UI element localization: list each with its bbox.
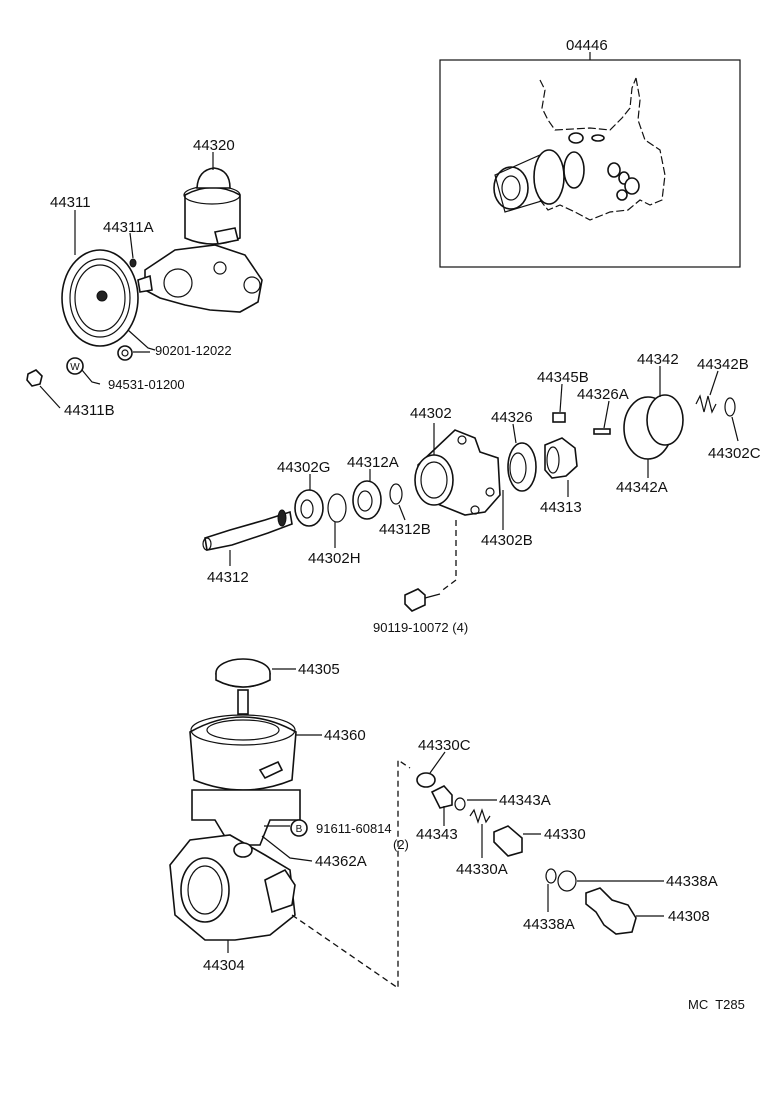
label-44342B: 44342B xyxy=(697,356,749,373)
spring-44330A xyxy=(469,808,491,824)
label-44313: 44313 xyxy=(540,499,582,516)
label-44312B: 44312B xyxy=(379,521,431,538)
o-ring-44343A xyxy=(454,797,466,811)
label-44308: 44308 xyxy=(668,908,710,925)
label-44326: 44326 xyxy=(491,409,533,426)
label-44342A: 44342A xyxy=(616,479,668,496)
label-44360: 44360 xyxy=(324,727,366,744)
kit-ring-small xyxy=(563,151,585,189)
kit-gasket-outline xyxy=(539,77,666,221)
label-44312: 44312 xyxy=(207,569,249,586)
label-44338A-left: 44338A xyxy=(523,916,575,933)
o-ring-44338A-b xyxy=(557,870,577,892)
kit-04446-frame xyxy=(439,59,741,268)
kit-o-ring xyxy=(591,134,605,142)
label-44311B: 44311B xyxy=(64,402,115,419)
label-91611-qty: (2) xyxy=(393,837,409,852)
footer-code: MC T285 xyxy=(688,997,745,1012)
plug-44343 xyxy=(430,785,453,809)
label-44302B: 44302B xyxy=(481,532,533,549)
bolt-90119-10072 xyxy=(404,588,426,612)
flow-valve-group xyxy=(416,751,664,935)
pin-44326A xyxy=(593,428,611,435)
label-44311A: 44311A xyxy=(103,219,154,236)
o-ring-44338A-a xyxy=(545,868,557,884)
plug-44308 xyxy=(585,887,637,935)
kit-ring-large xyxy=(533,149,565,205)
label-44345B: 44345B xyxy=(537,369,589,386)
nut-44311B xyxy=(26,369,43,387)
pump-assembly-group: W xyxy=(26,152,263,409)
label-44330C: 44330C xyxy=(418,737,471,754)
bracket-44362A xyxy=(191,789,301,846)
washer-mark: W xyxy=(70,362,80,373)
reservoir-cap xyxy=(196,167,231,189)
valve-44330 xyxy=(493,825,523,857)
o-ring-44302C xyxy=(724,397,736,417)
nut-90201-12022 xyxy=(117,345,133,361)
label-44304: 44304 xyxy=(203,957,245,974)
kit-o-ring-a xyxy=(607,162,621,178)
snap-ring-44312B xyxy=(389,483,403,505)
bearing-44312A xyxy=(352,480,382,520)
cam-ring-44326 xyxy=(507,442,537,492)
label-44312A: 44312A xyxy=(347,454,399,471)
label-44338A-right: 44338A xyxy=(666,873,718,890)
label-44311: 44311 xyxy=(50,194,91,211)
label-44320: 44320 xyxy=(193,137,235,154)
label-44305: 44305 xyxy=(298,661,340,678)
o-ring-44330C xyxy=(416,772,436,788)
kit-snap-ring xyxy=(568,132,584,144)
label-44330: 44330 xyxy=(544,826,586,843)
shaft-44312 xyxy=(204,510,293,551)
label-04446: 04446 xyxy=(566,37,608,54)
snap-ring-44302H xyxy=(327,493,347,523)
label-44362A: 44362A xyxy=(315,853,367,870)
label-44330A: 44330A xyxy=(456,861,508,878)
bearing-44302G xyxy=(294,489,324,527)
label-44302H: 44302H xyxy=(308,550,361,567)
rotor-44313 xyxy=(544,437,578,479)
pump-body xyxy=(144,244,263,313)
label-90201-12022: 90201-12022 xyxy=(155,343,232,358)
part-labels: 44320 44311 44311A 90201-12022 94531-012… xyxy=(50,137,761,1012)
label-44343A: 44343A xyxy=(499,792,551,809)
valve-path-dashed xyxy=(291,758,411,990)
label-44302: 44302 xyxy=(410,405,452,422)
label-44326A: 44326A xyxy=(577,386,629,403)
reservoir-44360 xyxy=(189,716,297,791)
kit-04446-group: 04446 xyxy=(439,37,741,268)
key-44311A xyxy=(129,258,137,268)
bolt-mark: B xyxy=(296,824,303,835)
bolt-91611-60814 xyxy=(290,819,308,837)
vane-44345B xyxy=(552,412,566,423)
bolt-path-dashed xyxy=(439,520,457,593)
label-44342: 44342 xyxy=(637,351,679,368)
pump-internals-group xyxy=(202,366,739,612)
washer-94531 xyxy=(66,357,84,375)
reservoir-assembly-group: B xyxy=(169,658,411,990)
label-94531-01200: 94531-01200 xyxy=(108,377,185,392)
label-44302C: 44302C xyxy=(708,445,761,462)
label-90119-10072: 90119-10072 (4) xyxy=(373,620,468,635)
label-44343: 44343 xyxy=(416,826,458,843)
kit-o-ring-c xyxy=(624,177,640,195)
kit-oil-seal xyxy=(493,166,529,210)
spring-44342B xyxy=(695,394,717,414)
kit-o-ring-d xyxy=(616,189,628,201)
label-91611-60814: 91611-60814 xyxy=(316,821,392,836)
label-44302G: 44302G xyxy=(277,459,330,476)
